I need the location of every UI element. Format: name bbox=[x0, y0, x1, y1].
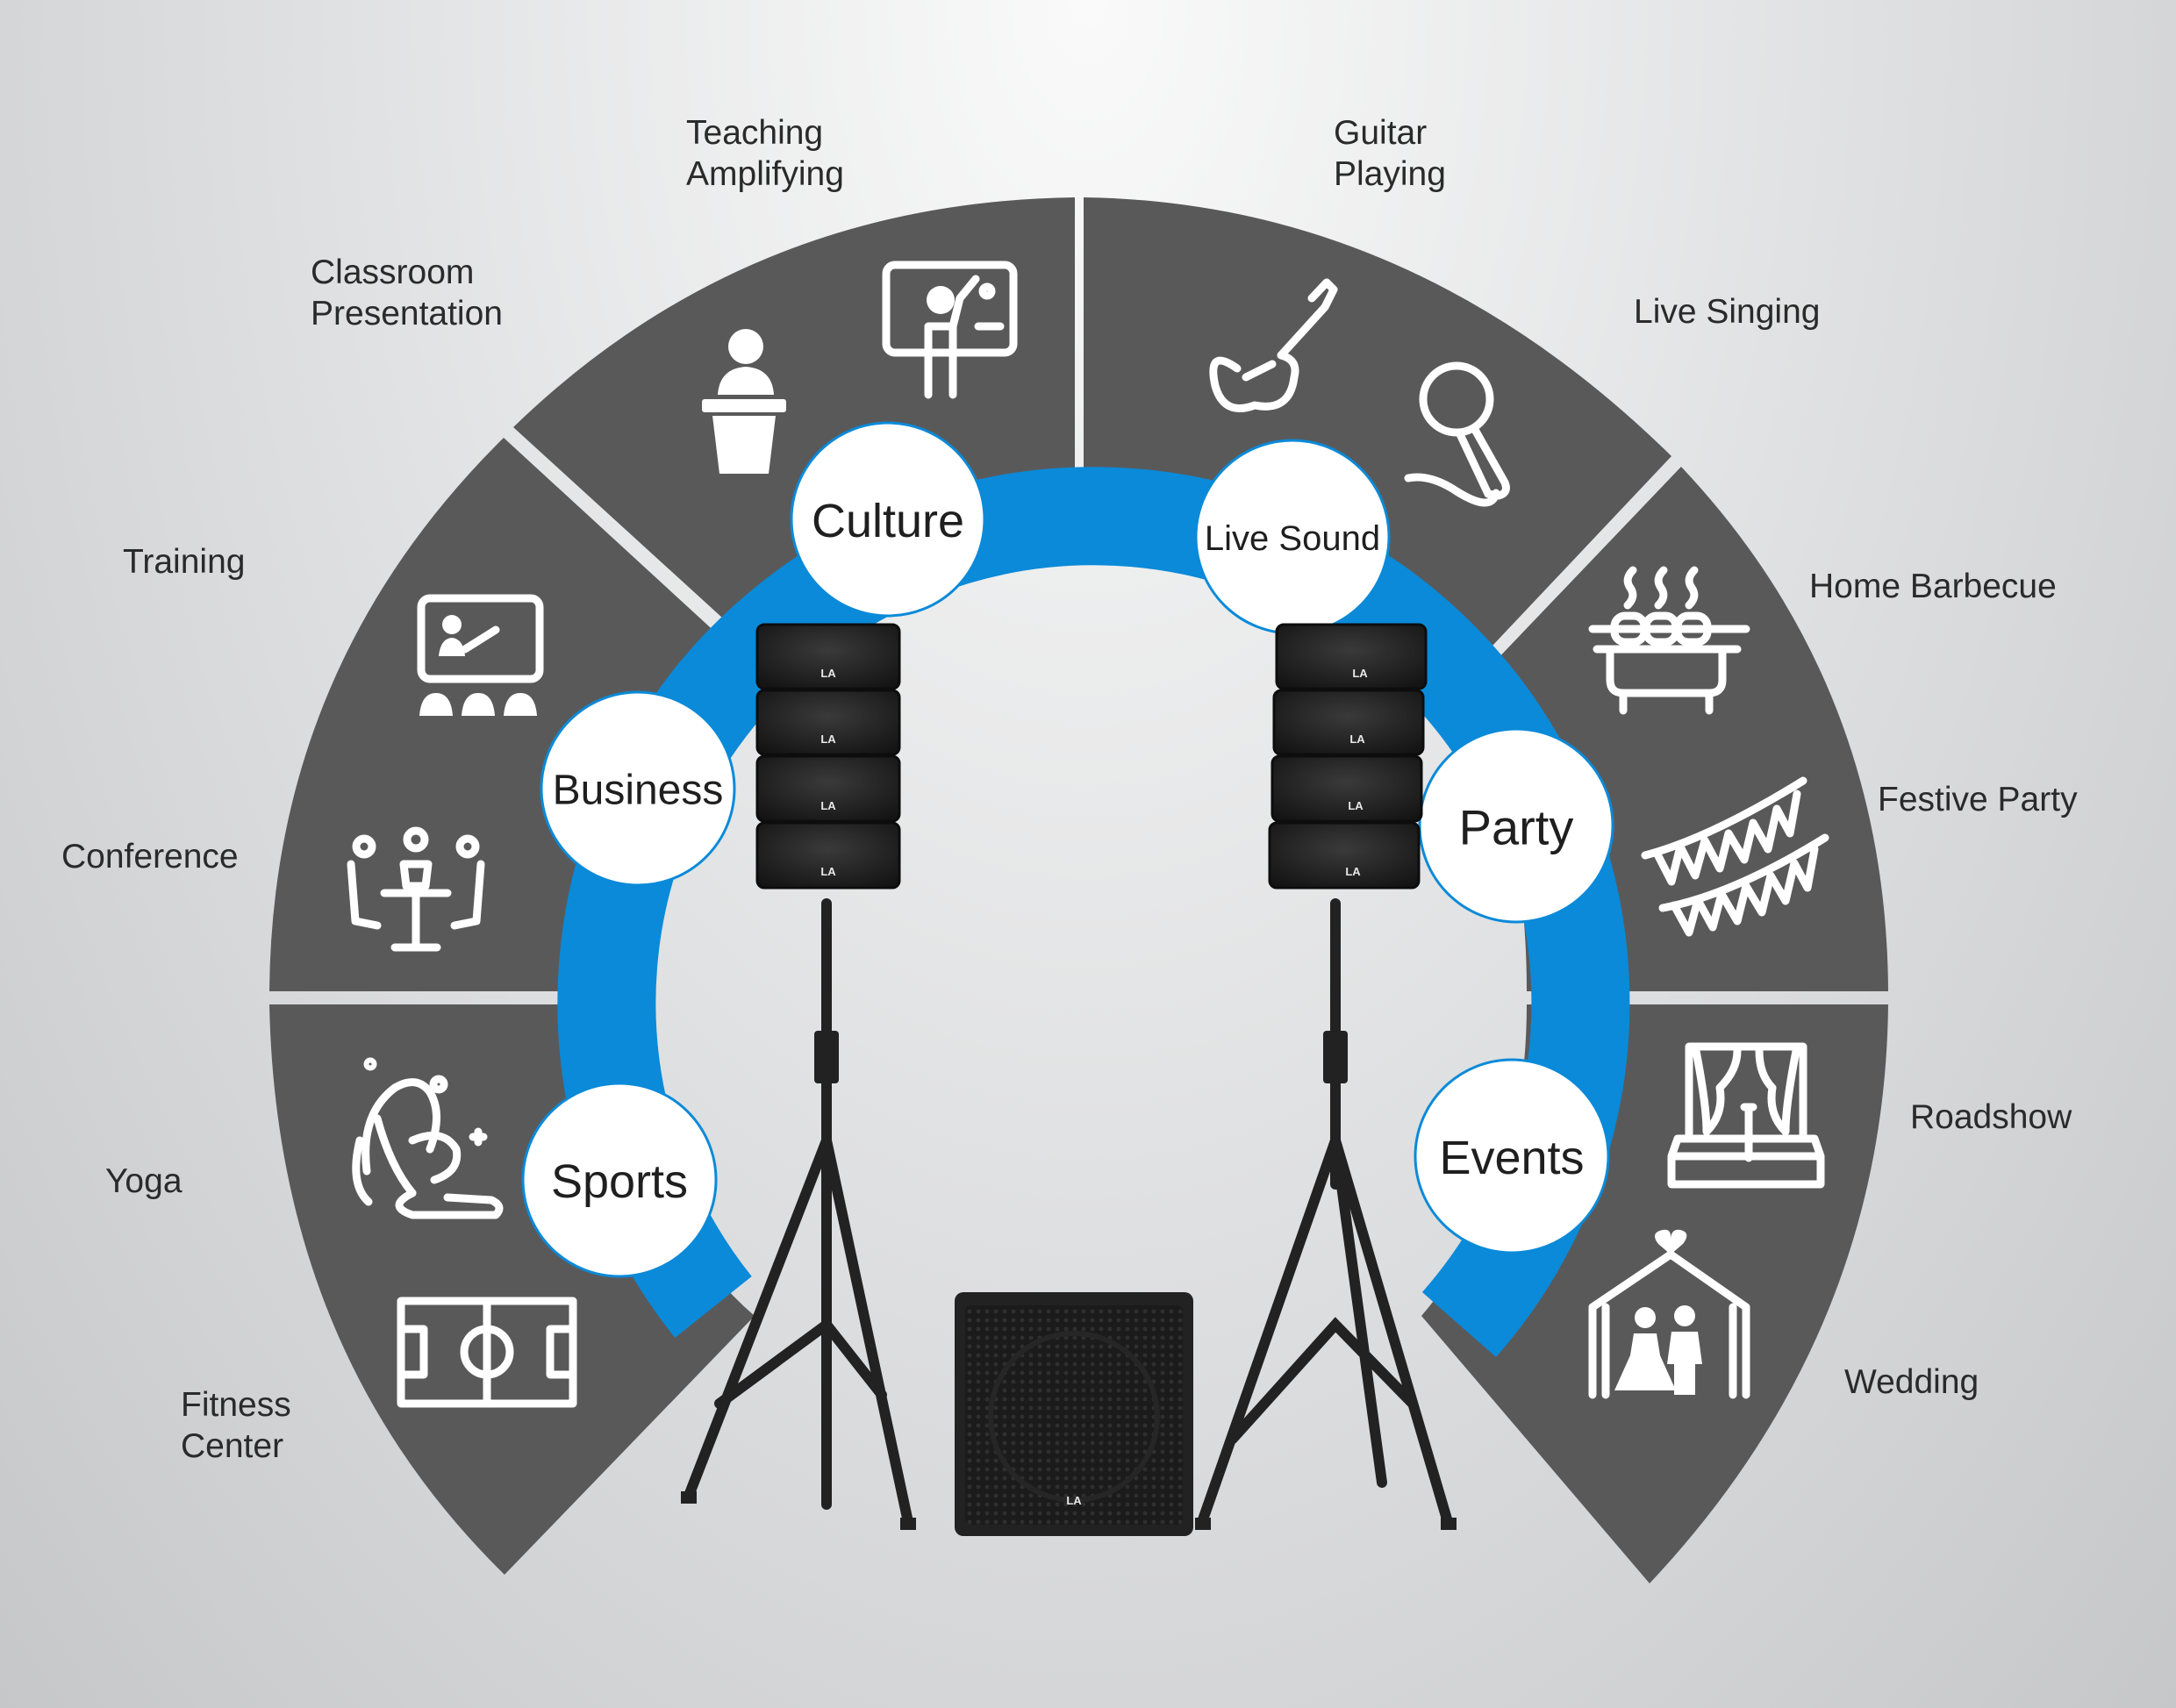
right-speaker-tower: LA LA LA LA bbox=[1268, 623, 1428, 890]
brand-badge: LA bbox=[820, 733, 836, 746]
hub-culture: Culture bbox=[790, 421, 986, 618]
speaker-podium-icon bbox=[702, 329, 786, 474]
label-wedding: Wedding bbox=[1844, 1363, 1979, 1401]
label-training: Training bbox=[123, 543, 246, 581]
hub-events-label: Events bbox=[1439, 1132, 1584, 1184]
wedding-icon bbox=[1588, 1229, 1750, 1399]
label-fitness-center: Fitness Center bbox=[181, 1386, 291, 1465]
blue-ring bbox=[557, 467, 1630, 1357]
yoga-icon bbox=[352, 1057, 504, 1219]
microphone-icon bbox=[1404, 361, 1510, 507]
training-screen-icon bbox=[417, 594, 544, 716]
hub-sports: Sports bbox=[521, 1082, 718, 1278]
brand-badge: LA bbox=[820, 799, 836, 812]
segment-live-sound bbox=[1084, 197, 1671, 693]
brand-badge: LA bbox=[1066, 1494, 1082, 1507]
label-yoga: Yoga bbox=[105, 1162, 183, 1200]
hub-events: Events bbox=[1414, 1058, 1610, 1254]
hub-business: Business bbox=[540, 690, 736, 887]
hub-live-sound-label: Live Sound bbox=[1205, 519, 1380, 558]
hub-live-sound: Live Sound bbox=[1194, 439, 1391, 635]
guitar-icon bbox=[1209, 278, 1338, 412]
soccer-field-icon bbox=[397, 1297, 577, 1408]
label-roadshow: Roadshow bbox=[1910, 1098, 2072, 1136]
label-conference: Conference bbox=[61, 838, 239, 875]
brand-badge: LA bbox=[1348, 799, 1364, 812]
hub-party: Party bbox=[1418, 727, 1614, 924]
brand-badge: LA bbox=[1349, 733, 1365, 746]
barbecue-icon bbox=[1588, 566, 1750, 715]
label-live-singing: Live Singing bbox=[1634, 293, 1821, 331]
right-speaker-stand bbox=[1195, 898, 1457, 1530]
label-guitar-playing: Guitar Playing bbox=[1334, 114, 1446, 193]
hub-party-label: Party bbox=[1459, 800, 1574, 855]
brand-badge: LA bbox=[1352, 667, 1368, 680]
bunting-icon bbox=[1641, 776, 1829, 937]
hub-business-label: Business bbox=[553, 768, 724, 814]
conference-table-icon bbox=[347, 826, 485, 952]
subwoofer: LA bbox=[955, 1292, 1193, 1536]
label-festive-party: Festive Party bbox=[1878, 781, 2078, 818]
brand-badge: LA bbox=[820, 865, 836, 878]
brand-badge: LA bbox=[820, 667, 836, 680]
teaching-board-icon bbox=[882, 261, 1018, 399]
stage-icon bbox=[1667, 1042, 1825, 1189]
left-speaker-tower: LA LA LA LA bbox=[755, 623, 901, 890]
label-classroom-presentation: Classroom Presentation bbox=[311, 254, 503, 332]
label-teaching-amplifying: Teaching Amplifying bbox=[686, 114, 844, 193]
brand-badge: LA bbox=[1345, 865, 1361, 878]
label-home-barbecue: Home Barbecue bbox=[1809, 568, 2057, 605]
hub-sports-label: Sports bbox=[551, 1155, 688, 1208]
hub-culture-label: Culture bbox=[812, 495, 964, 547]
left-speaker-stand bbox=[681, 898, 916, 1530]
